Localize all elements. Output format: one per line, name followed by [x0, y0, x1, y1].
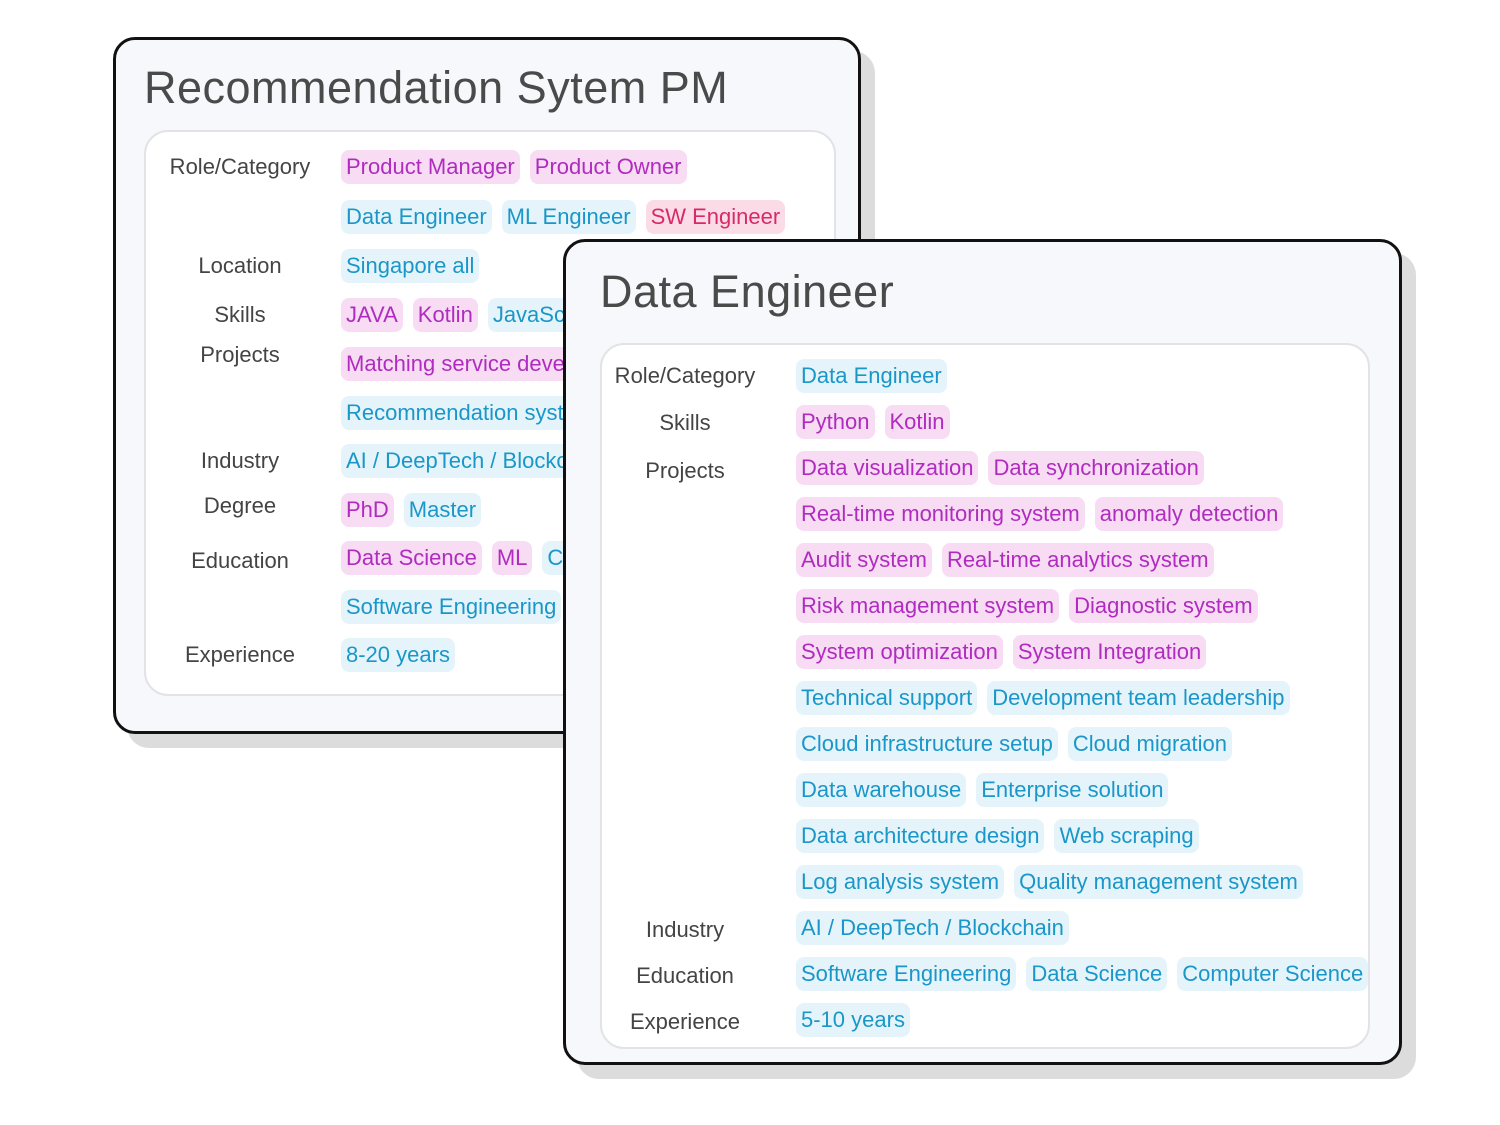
tag-chip: Kotlin — [412, 298, 478, 332]
education-label: Education — [191, 548, 289, 573]
card-title: Data Engineer — [600, 266, 895, 317]
tag-chip: AI / DeepTech / Blockchain — [796, 911, 1069, 945]
projects-tags-row: Log analysis system Quality management sy… — [796, 865, 1303, 899]
role-tags-row: Product Manager Product Owner — [341, 150, 687, 184]
location-tags-row: Singapore all — [341, 249, 480, 283]
skills-tags-row: JAVA Kotlin JavaSc — [341, 298, 570, 332]
projects-tags-row: System optimization System Integration — [796, 635, 1207, 669]
skills-label: Skills — [659, 410, 711, 435]
experience-label: Experience — [184, 642, 296, 667]
projects-tags-row: Matching service devel — [341, 347, 575, 381]
tag-chip: Risk management system — [796, 589, 1060, 623]
experience-label: Experience — [629, 1009, 741, 1034]
tag-chip: Data Science — [1026, 957, 1168, 991]
tag-chip: Data visualization — [796, 451, 979, 485]
tag-chip: Software Engineering — [796, 957, 1017, 991]
projects-tags-row: Data architecture design Web scraping — [796, 819, 1199, 853]
profile-card-data-engineer: Data Engineer Role/Category Data Enginee… — [563, 239, 1402, 1065]
skills-tags-row: Python Kotlin — [796, 405, 950, 439]
tag-chip: JavaSc — [487, 298, 570, 332]
tag-chip: SW Engineer — [645, 200, 786, 234]
tag-chip: Software Engineering — [341, 590, 562, 624]
projects-tags-row: Cloud infrastructure setup Cloud migratio… — [796, 727, 1232, 761]
tag-chip: 5-10 years — [796, 1003, 910, 1037]
projects-label: Projects — [645, 458, 725, 483]
tag-chip: Product Manager — [341, 150, 520, 184]
industry-tags-row: AI / DeepTech / Blockchain — [796, 911, 1069, 945]
tag-chip: Matching service devel — [341, 347, 575, 381]
projects-tags-row: Real-time monitoring system anomaly detec… — [796, 497, 1284, 531]
industry-label: Industry — [645, 917, 725, 942]
projects-tags-row: Risk management system Diagnostic system — [796, 589, 1258, 623]
projects-label: Projects — [200, 342, 280, 367]
tag-chip: Cloud infrastructure setup — [796, 727, 1058, 761]
education-label: Education — [636, 963, 734, 988]
skills-label: Skills — [214, 302, 266, 327]
degree-tags-row: PhD Master — [341, 493, 482, 527]
role-category-label: Role/Category — [614, 363, 756, 388]
projects-tags-row: Data warehouse Enterprise solution — [796, 773, 1169, 807]
location-label: Location — [198, 253, 282, 278]
role-tags-row: Data Engineer ML Engineer SW Engineer — [341, 200, 786, 234]
degree-label: Degree — [203, 493, 277, 518]
tag-chip: Python — [796, 405, 875, 439]
tag-chip: Master — [403, 493, 482, 527]
education-tags-row: Software Engineering — [341, 590, 562, 624]
tag-chip: ML — [491, 541, 533, 575]
projects-tags-row: Data visualization Data synchronization — [796, 451, 1204, 485]
card-details: Role/Category Data Engineer Skills Pytho… — [600, 343, 1370, 1049]
tag-chip: Development team leadership — [987, 681, 1290, 715]
tag-chip: Enterprise solution — [976, 773, 1169, 807]
tag-chip: Real-time analytics system — [941, 543, 1214, 577]
experience-tags-row: 5-10 years — [796, 1003, 910, 1037]
industry-label: Industry — [200, 448, 280, 473]
tag-chip: Quality management system — [1014, 865, 1303, 899]
tag-chip: anomaly detection — [1094, 497, 1284, 531]
tag-chip: Data Engineer — [341, 200, 492, 234]
tag-chip: Technical support — [796, 681, 978, 715]
tag-chip: Web scraping — [1054, 819, 1199, 853]
tag-chip: Computer Science — [1177, 957, 1369, 991]
tag-chip: Data Science — [341, 541, 482, 575]
tag-chip: PhD — [341, 493, 394, 527]
experience-tags-row: 8-20 years — [341, 638, 455, 672]
tag-chip: Recommendation syste — [341, 396, 581, 430]
tag-chip: System optimization — [796, 635, 1003, 669]
tag-chip: Kotlin — [884, 405, 950, 439]
tag-chip: Log analysis system — [796, 865, 1005, 899]
role-category-label: Role/Category — [169, 154, 311, 179]
tag-chip: AI / DeepTech / Blockc — [341, 444, 573, 478]
tag-chip: Data architecture design — [796, 819, 1045, 853]
tag-chip: JAVA — [341, 298, 403, 332]
tag-chip: Cloud migration — [1067, 727, 1232, 761]
projects-tags-row: Technical support Development team leader… — [796, 681, 1290, 715]
tag-chip: Singapore all — [341, 249, 480, 283]
tag-chip: Diagnostic system — [1069, 589, 1258, 623]
tag-chip: Data synchronization — [988, 451, 1204, 485]
industry-tags-row: AI / DeepTech / Blockc — [341, 444, 573, 478]
tag-chip: Audit system — [796, 543, 932, 577]
tag-chip: ML Engineer — [501, 200, 636, 234]
tag-chip: Product Owner — [529, 150, 687, 184]
tag-chip: Real-time monitoring system — [796, 497, 1085, 531]
tag-chip: Data Engineer — [796, 359, 947, 393]
card-title: Recommendation Sytem PM — [144, 62, 729, 113]
projects-tags-row: Recommendation syste — [341, 396, 581, 430]
tag-chip: Data warehouse — [796, 773, 967, 807]
projects-tags-row: Audit system Real-time analytics system — [796, 543, 1214, 577]
tag-chip: 8-20 years — [341, 638, 455, 672]
role-tags-row: Data Engineer — [796, 359, 947, 393]
education-tags-row: Software Engineering Data Science Computer… — [796, 957, 1369, 991]
tag-chip: System Integration — [1012, 635, 1207, 669]
